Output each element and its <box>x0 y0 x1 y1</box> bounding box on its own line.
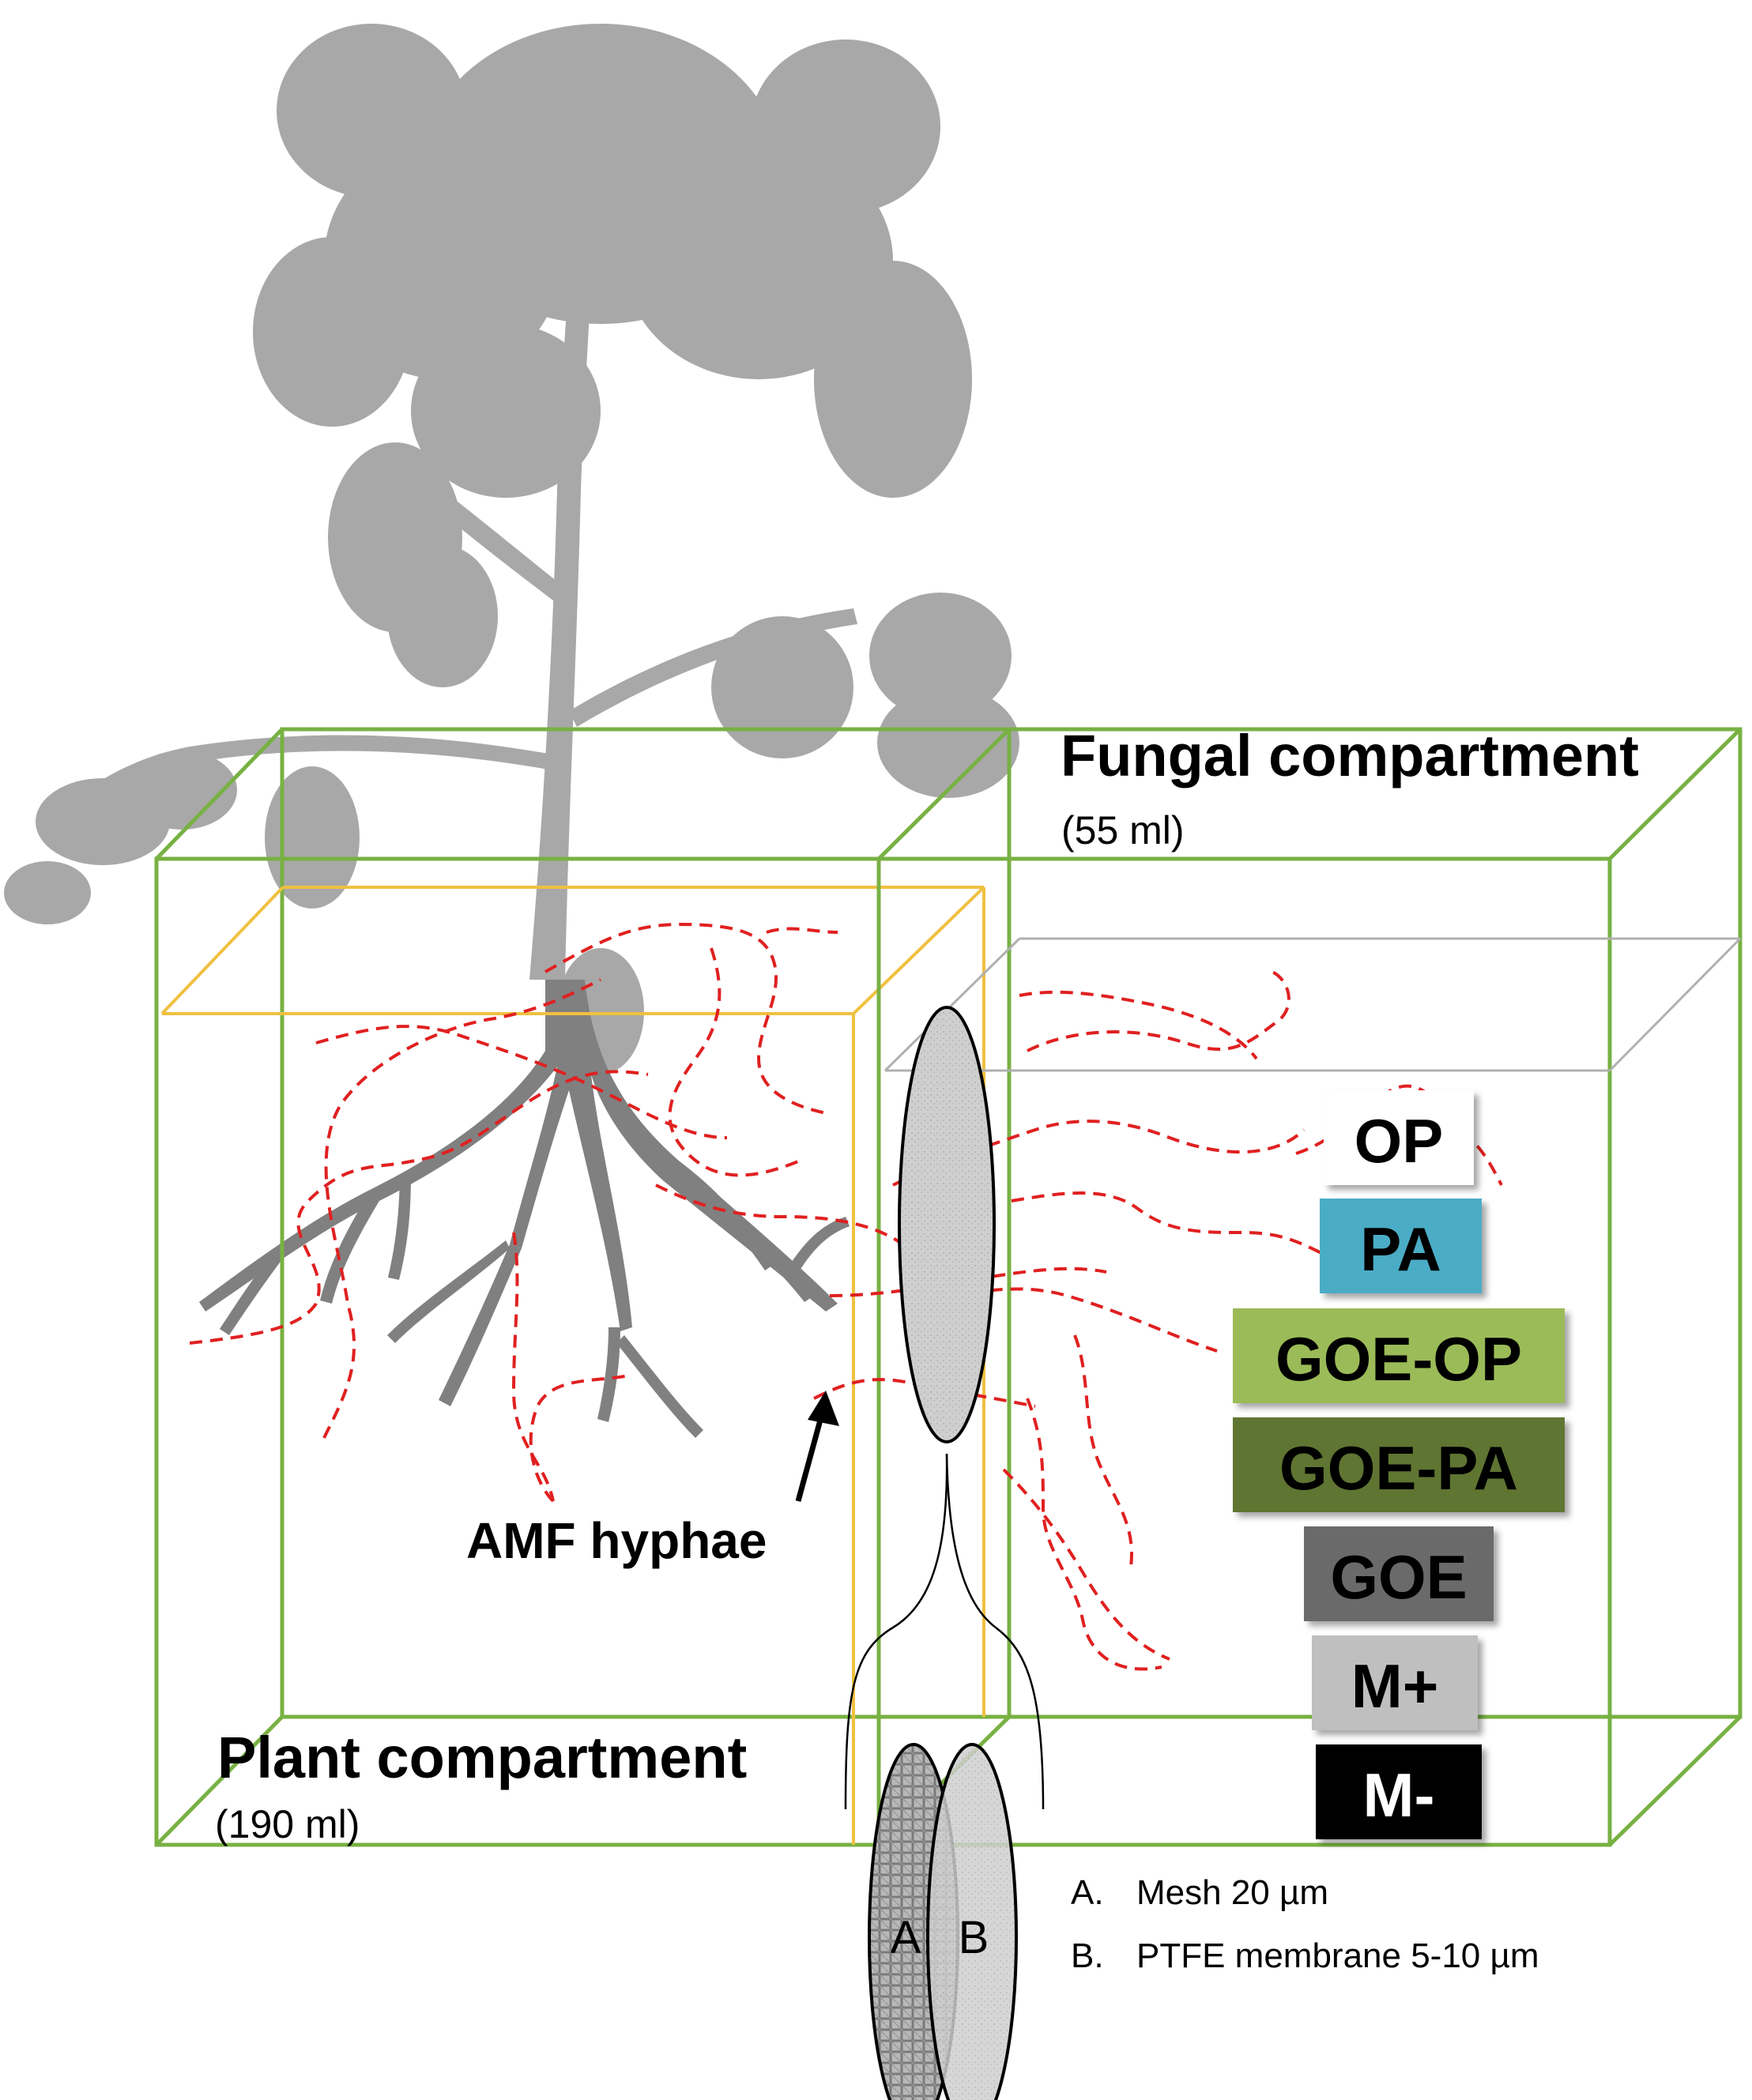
fungal-compartment-title: Fungal compartment <box>1061 723 1639 788</box>
treatment-label: M+ <box>1351 1651 1439 1721</box>
treatment-box-mplus: M+ <box>1312 1635 1478 1730</box>
treatment-box-goe-pa: GOE-PA <box>1233 1417 1565 1512</box>
treatment-box-fill <box>1233 1417 1565 1512</box>
barrier-ellipse <box>898 1006 996 1443</box>
treatment-box-fill <box>1320 1199 1482 1293</box>
treatment-label: PA <box>1360 1214 1441 1284</box>
legend-b-text: PTFE membrane 5-10 µm <box>1136 1936 1539 1975</box>
treatment-box-fill <box>1304 1526 1494 1621</box>
treatment-label: OP <box>1355 1106 1444 1176</box>
hyphae-label: AMF hyphae <box>466 1512 767 1569</box>
legend-a-text: Mesh 20 µm <box>1136 1873 1328 1912</box>
treatment-box-fill <box>1233 1308 1565 1403</box>
legend-a-marker: A. <box>1071 1873 1104 1912</box>
fungal-soil-level <box>884 937 1742 1072</box>
plant-compartment-box <box>154 727 1012 1847</box>
treatment-box-pa: PA <box>1320 1199 1482 1293</box>
treatment-label: M- <box>1363 1760 1435 1830</box>
barrier-zoom-bracket <box>844 1453 1045 1810</box>
treatment-box-mminus: M- <box>1316 1744 1482 1839</box>
treatment-box-fill <box>1312 1635 1478 1730</box>
plant-compartment-volume: (190 ml) <box>215 1802 360 1846</box>
barrier-legend: A. Mesh 20 µm B. PTFE membrane 5-10 µm <box>1071 1873 1539 1975</box>
barrier-a-letter: A <box>891 1912 921 1963</box>
tomato-plant-illustration <box>4 24 1019 1074</box>
legend-b-marker: B. <box>1071 1936 1104 1975</box>
amf-hyphae-lines <box>189 922 1503 1671</box>
ptfe-membrane-barrier <box>926 1743 1018 2100</box>
fungal-compartment-volume: (55 ml) <box>1061 808 1185 852</box>
treatment-box-goe-op: GOE-OP <box>1233 1308 1565 1403</box>
treatment-label: GOE <box>1330 1542 1467 1612</box>
barrier-b-letter: B <box>959 1912 989 1963</box>
treatment-label: GOE-PA <box>1279 1433 1518 1503</box>
treatment-box-fill <box>1316 1744 1482 1839</box>
fungal-compartment-box <box>876 727 1743 1847</box>
treatment-box-goe: GOE <box>1304 1526 1494 1621</box>
plant-roots-illustration <box>199 980 850 1438</box>
plant-compartment-title: Plant compartment <box>217 1725 747 1790</box>
treatment-box-fill <box>1324 1090 1474 1185</box>
treatment-list: OP PA GOE-OP GOE-PA GOE M+ M- <box>1233 1090 1565 1839</box>
treatment-label: GOE-OP <box>1275 1324 1522 1394</box>
hyphae-arrow <box>795 1391 839 1502</box>
barrier-detail: A B <box>868 1743 1018 2100</box>
treatment-box-op: OP <box>1324 1090 1474 1185</box>
